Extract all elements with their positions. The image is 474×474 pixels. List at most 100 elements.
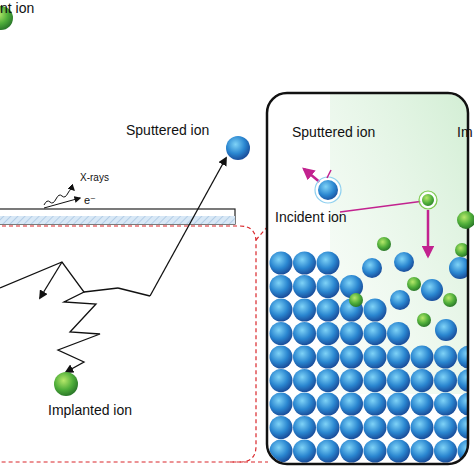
lattice-atom <box>270 275 293 298</box>
lattice-atom <box>364 393 387 416</box>
lattice-atom <box>317 275 340 298</box>
lattice-atom <box>387 346 410 369</box>
lattice-atom <box>293 393 316 416</box>
lattice-atom <box>435 319 457 341</box>
lattice-atom <box>364 440 387 463</box>
x-ray-arrow <box>44 189 74 205</box>
zoom-panel <box>267 93 468 464</box>
ion-label: Im <box>457 124 473 140</box>
ion-label: nt ion <box>0 0 34 16</box>
lattice-atom <box>293 322 316 345</box>
implanted-ion <box>407 277 421 291</box>
implanted-ion <box>377 237 391 251</box>
lattice-atom <box>364 322 387 345</box>
implanted-ion <box>457 211 474 229</box>
lattice-atom <box>434 393 457 416</box>
incident-ion-ring <box>419 191 437 209</box>
lattice-atom <box>340 346 363 369</box>
lattice-atom <box>270 252 293 275</box>
lattice-atom <box>411 346 434 369</box>
lattice-atom <box>317 416 340 439</box>
lattice-atom <box>390 290 410 310</box>
ion-label: Incident ion <box>275 209 347 225</box>
lattice-atom <box>293 252 316 275</box>
lattice-atom <box>340 416 363 439</box>
lattice-atom <box>434 416 457 439</box>
lattice-atom <box>458 393 469 416</box>
lattice-atom <box>364 416 387 439</box>
lattice-atom <box>364 346 387 369</box>
lattice-atom <box>394 252 414 272</box>
incident-ion <box>421 193 435 207</box>
implanted-ion <box>54 372 78 396</box>
ion-label: Implanted ion <box>48 402 132 418</box>
lattice-atom <box>293 275 316 298</box>
lattice-atom <box>293 346 316 369</box>
lattice-atom <box>387 440 410 463</box>
lattice-atom <box>449 257 468 279</box>
lattice-atom <box>317 322 340 345</box>
lattice-atom <box>458 416 469 439</box>
lattice-atom <box>340 440 363 463</box>
lattice-atom <box>340 393 363 416</box>
lattice-atom <box>317 252 340 275</box>
lattice-atom <box>434 440 457 463</box>
lattice-atom <box>270 299 293 322</box>
label-leader <box>340 201 424 212</box>
lattice-atom <box>293 369 316 392</box>
lattice-atom <box>362 258 382 278</box>
target-plate <box>0 209 235 224</box>
recoil-line <box>118 288 150 296</box>
lattice-atom <box>270 416 293 439</box>
lattice-atom <box>411 393 434 416</box>
zoom-region <box>0 226 256 462</box>
lattice-atom <box>387 393 410 416</box>
lattice-atom <box>293 299 316 322</box>
implanted-ion <box>417 313 431 327</box>
lattice-atom <box>434 346 457 369</box>
lattice-atom <box>434 369 457 392</box>
lattice-atom <box>340 322 363 345</box>
lattice-atom <box>317 299 340 322</box>
x-ray-label: X-rays <box>80 170 109 186</box>
lattice-atom <box>270 369 293 392</box>
lattice-atom <box>458 346 469 369</box>
lattice-atom <box>317 393 340 416</box>
lattice-atom <box>317 440 340 463</box>
lattice-atom <box>387 322 410 345</box>
sputtered-atom-ring <box>315 177 341 203</box>
zoom-leader <box>230 461 268 462</box>
lattice-atom <box>421 279 443 301</box>
electron-arrow <box>44 198 80 208</box>
electron-label: e⁻ <box>84 192 96 208</box>
ion-trajectory <box>0 262 100 372</box>
lattice-atom <box>293 440 316 463</box>
target-layer <box>0 216 235 224</box>
lattice-atom <box>317 369 340 392</box>
lattice-atom <box>340 369 363 392</box>
recoil-line <box>84 288 118 292</box>
implanted-ion <box>349 293 363 307</box>
lattice-atom <box>411 416 434 439</box>
recoil-arrow <box>40 262 62 298</box>
sputtered-atom <box>317 179 339 201</box>
lattice-atom <box>270 346 293 369</box>
implanted-ion <box>455 243 468 257</box>
lattice-atom <box>364 369 387 392</box>
implant-arrow <box>427 210 430 256</box>
ion-label: Sputtered ion <box>126 122 209 138</box>
lattice-atom <box>317 346 340 369</box>
sputter-arrow <box>150 158 226 296</box>
lattice-atom <box>387 369 410 392</box>
lattice-atom <box>293 416 316 439</box>
lattice-atom <box>458 369 469 392</box>
lattice-atom <box>387 416 410 439</box>
lattice-atom <box>270 393 293 416</box>
label-leader <box>327 170 331 178</box>
atom-lattice <box>270 237 469 463</box>
lattice-atom <box>364 299 387 322</box>
lattice-atom <box>411 369 434 392</box>
lattice-atom <box>270 322 293 345</box>
implanted-ion <box>443 293 457 307</box>
lattice-atom <box>411 440 434 463</box>
